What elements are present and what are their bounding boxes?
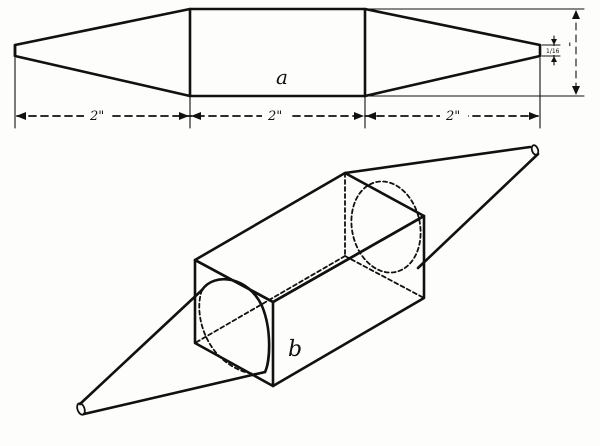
height-arrow-bottom <box>572 86 580 95</box>
figure-b-label: b <box>288 337 302 362</box>
cube-right-face <box>271 214 426 388</box>
height-arrow-top <box>572 10 580 19</box>
dimension-1: 2" <box>89 109 104 124</box>
dim-bg-3 <box>440 106 468 124</box>
dim-arrow-6 <box>529 112 539 120</box>
front-circle-hidden <box>198 289 266 375</box>
cone-upper-right-top <box>343 145 532 175</box>
dimension-3: 2" <box>445 109 460 124</box>
figure-a-outline <box>13 7 542 98</box>
tip-arrow-top <box>551 39 557 45</box>
cube-front-face <box>193 258 275 388</box>
cone-upper-right-bottom <box>416 152 540 270</box>
dim-bg-1 <box>84 106 112 124</box>
dim-arrow-2 <box>179 112 189 120</box>
dim-arrow-3 <box>191 112 201 120</box>
dimension-2: 2" <box>267 109 282 124</box>
figure-b-isometric: b <box>76 144 540 416</box>
tip-dim-bg <box>545 46 563 55</box>
height-mark: ' <box>568 41 572 56</box>
cone-lower-left-bottom <box>82 370 267 416</box>
hidden-back-bottom <box>344 255 425 299</box>
dim-bg-2 <box>262 106 290 124</box>
right-tip-end <box>530 144 540 156</box>
tip-dimension: 1/16 <box>546 48 560 55</box>
dim-arrow-1 <box>16 112 26 120</box>
figure-a-label: a <box>276 65 288 89</box>
tip-arrow-bottom <box>551 56 557 62</box>
dim-arrow-5 <box>366 112 376 120</box>
left-tip-end <box>76 402 86 416</box>
front-circle-visible <box>200 277 271 374</box>
figure-a-elevation: a 2" 2" 2" ' 1/16 <box>13 7 585 129</box>
hidden-back-circle <box>350 180 422 274</box>
dim-arrow-4 <box>354 112 364 120</box>
cone-lower-left-top <box>78 288 204 406</box>
